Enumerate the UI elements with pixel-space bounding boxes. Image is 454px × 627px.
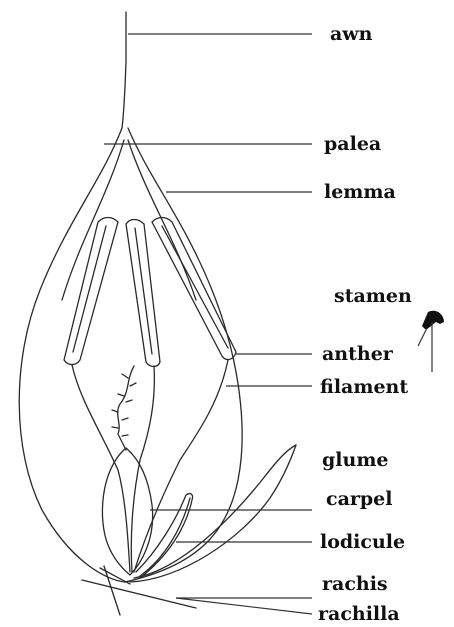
filament-label: filament <box>320 376 408 398</box>
carpel-label: carpel <box>326 488 392 510</box>
awn-label: awn <box>330 23 373 45</box>
lemma-outline <box>19 128 242 582</box>
anther-label: anther <box>322 343 394 365</box>
palea-label: palea <box>324 133 381 155</box>
leader-lines <box>104 34 312 614</box>
awn-shape <box>122 12 126 128</box>
rachilla-label: rachilla <box>318 603 400 625</box>
rachis-label: rachis <box>322 573 388 595</box>
palea-outline <box>62 140 196 300</box>
stamen-arrow-icon <box>418 311 444 372</box>
lodicule-label: lodicule <box>320 531 405 553</box>
anther-shapes <box>64 218 236 367</box>
stamen-label: stamen <box>334 285 412 307</box>
stigma-feather <box>112 366 136 450</box>
lodicule-shapes <box>136 494 193 578</box>
carpel-shape <box>102 448 152 575</box>
lemma-label: lemma <box>324 181 396 203</box>
glume-label: glume <box>322 449 389 471</box>
